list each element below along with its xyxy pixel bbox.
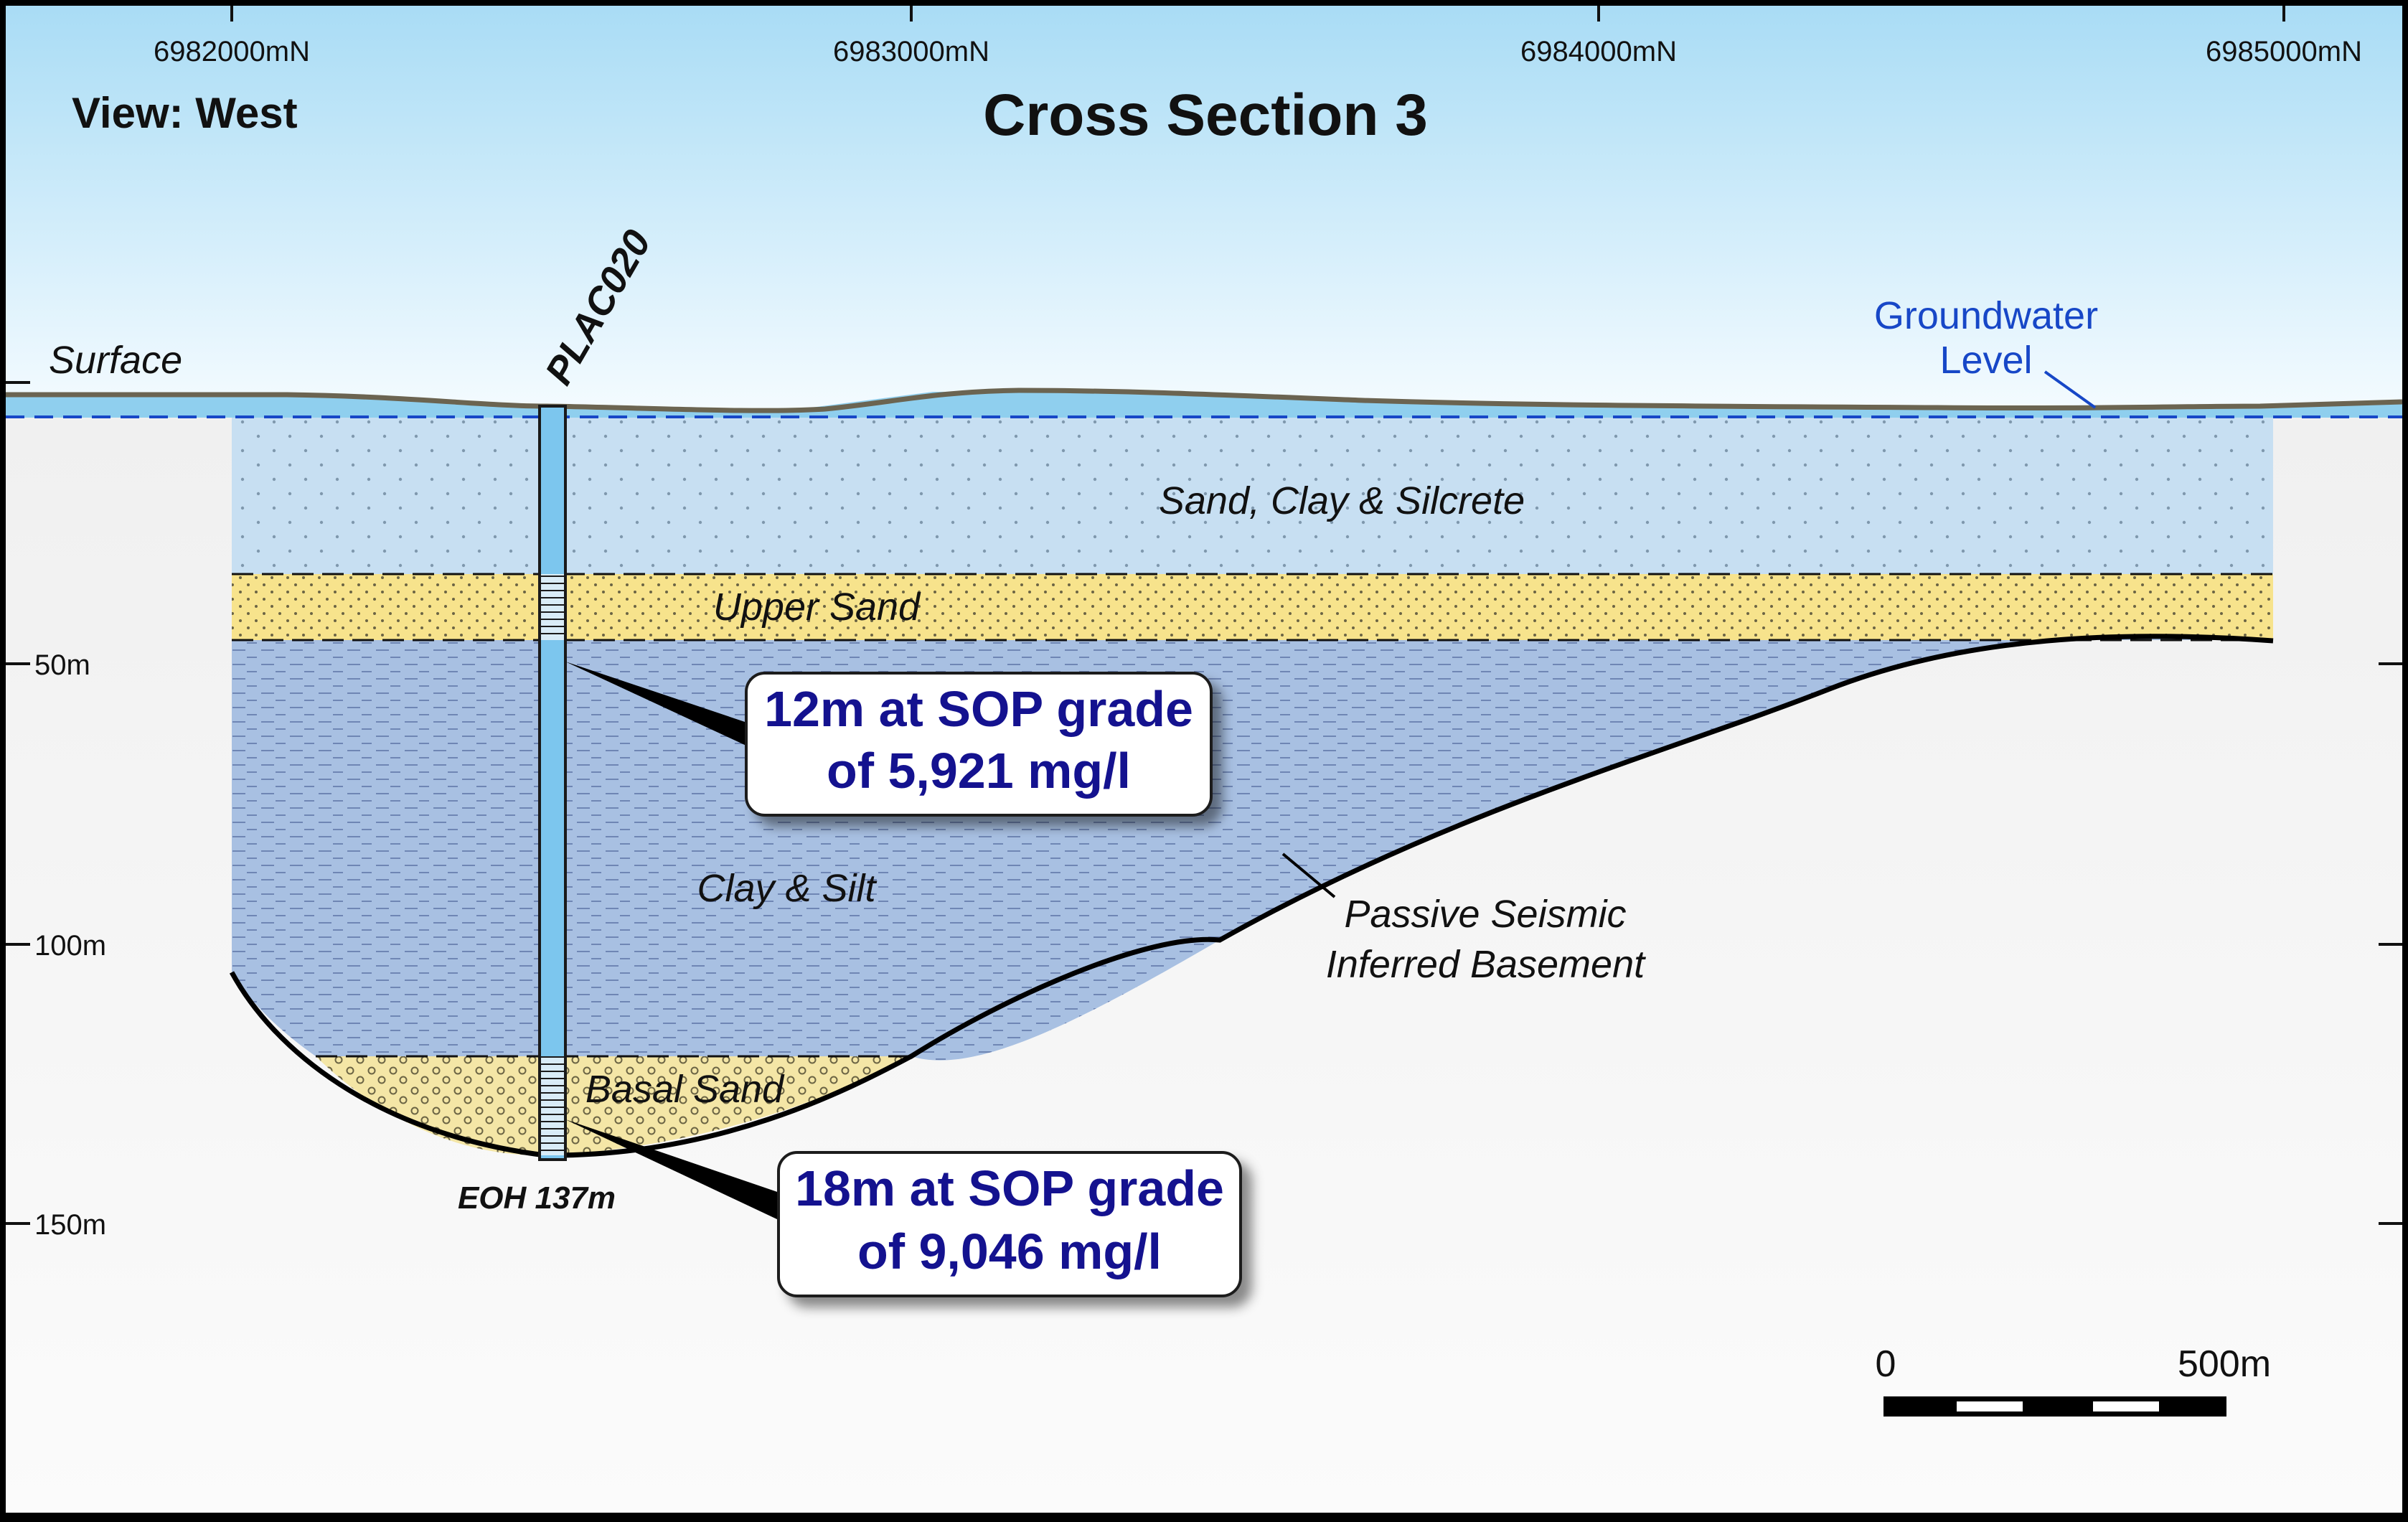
depth-label-50: 50m — [34, 649, 90, 681]
drillhole-plac020 — [538, 405, 567, 1161]
axis-ticks — [6, 6, 2402, 1225]
callout-box-2 — [777, 1151, 1242, 1297]
inferred-basement-line — [229, 634, 2274, 1158]
drillhole-interval-upper — [541, 574, 564, 640]
eoh-label: EOH 137m — [458, 1180, 616, 1216]
callout-1-line2: of 5,921 mg/l — [827, 743, 1131, 799]
scale-bar-start: 0 — [1876, 1343, 1896, 1385]
northing-label-3: 6984000mN — [1520, 36, 1677, 67]
scale-bar-end: 500m — [2178, 1343, 2271, 1385]
depth-label-100: 100m — [34, 930, 106, 962]
basement-label-leader — [1281, 852, 1336, 898]
unit-label-upper-sand: Upper Sand — [713, 586, 921, 629]
callout-2-leader — [565, 1119, 786, 1220]
unit-label-sand-clay-silcrete: Sand, Clay & Silcrete — [1159, 479, 1525, 522]
surface-label: Surface — [49, 339, 182, 382]
callout-1-leader — [565, 662, 753, 746]
view-label: View: West — [72, 89, 298, 137]
callout-box-1 — [745, 672, 1213, 817]
basement-label-line2: Inferred Basement — [1326, 943, 1646, 986]
northing-label-2: 6983000mN — [833, 36, 989, 67]
groundwater-label-line1: Groundwater — [1874, 294, 2098, 337]
depth-label-150: 150m — [34, 1209, 106, 1241]
northing-label-4: 6985000mN — [2206, 36, 2362, 67]
unit-label-basal-sand: Basal Sand — [585, 1068, 785, 1111]
drillhole-interval-basal — [541, 1056, 564, 1155]
callout-2-line1: 18m at SOP grade — [795, 1160, 1224, 1216]
scale-bar — [1883, 1396, 2226, 1417]
basement-label-line1: Passive Seismic — [1344, 893, 1626, 936]
callout-1-line1: 12m at SOP grade — [764, 681, 1193, 737]
sky — [6, 6, 2402, 410]
diagram-title: Cross Section 3 — [983, 83, 1428, 148]
unit-label-clay-silt: Clay & Silt — [697, 867, 877, 910]
callout-2-line2: of 9,046 mg/l — [857, 1223, 1162, 1279]
water-strip — [6, 392, 2402, 418]
groundwater-label-leader — [2043, 370, 2097, 409]
groundwater-label-line2: Level — [1939, 339, 2032, 382]
northing-label-1: 6982000mN — [154, 36, 310, 67]
